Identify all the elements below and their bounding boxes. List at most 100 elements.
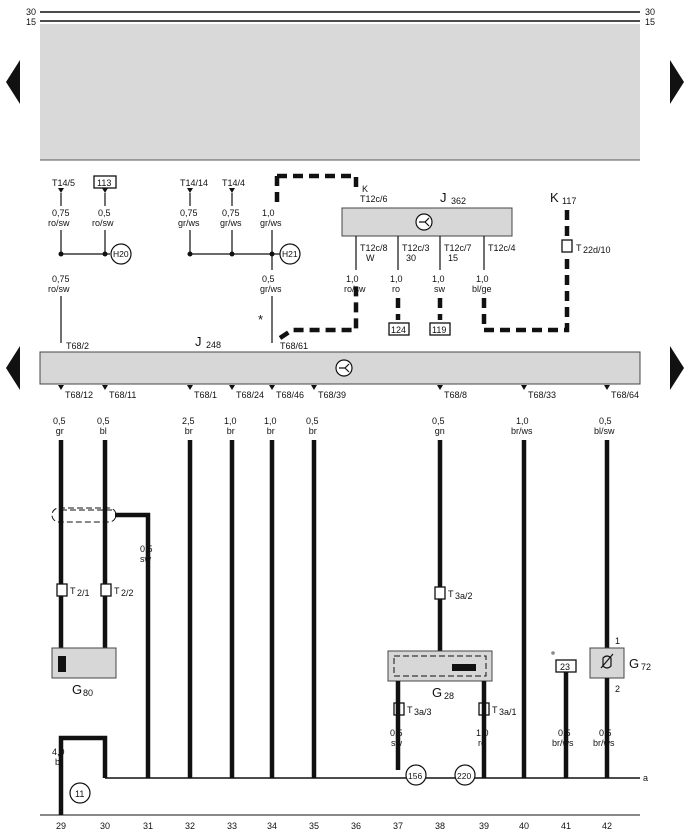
ground-wire-color: br [55, 757, 63, 767]
column-number: 41 [561, 821, 571, 831]
ground-11-label: 11 [75, 789, 84, 799]
pin-arrow [269, 385, 275, 390]
wire-b-size: 0,5 [98, 208, 111, 218]
column-number: 30 [100, 821, 110, 831]
g80-t2-1-sub: 2/1 [77, 588, 90, 598]
terminal-t14-5: T14/5 [52, 178, 75, 188]
j362-w: W [366, 253, 375, 263]
j362-15: 15 [448, 253, 458, 263]
column-number: 37 [393, 821, 403, 831]
ref-119-label: 119 [432, 325, 446, 335]
wire-f-size: 0,75 [52, 274, 70, 284]
j362-t12c-6: T12c/6 [360, 194, 388, 204]
dashed-wire-k [277, 173, 359, 188]
g72-sub: 72 [641, 662, 651, 672]
triangle-left-icon[interactable] [6, 60, 20, 104]
j362-out3-size: 1,0 [432, 274, 445, 284]
wire-d-size: 0,75 [222, 208, 240, 218]
j362-out4-color: bl/ge [472, 284, 492, 294]
triangle-right-icon[interactable] [670, 60, 684, 104]
j248-pin-label: T68/46 [276, 390, 304, 400]
connector-h20-label: H20 [113, 249, 129, 259]
g80-sub: 80 [83, 688, 93, 698]
g28-w1-color: sw [391, 738, 403, 748]
j362-out2-color: ro [392, 284, 400, 294]
ref-23-label: 23 [560, 662, 570, 672]
j248-pin-label: T68/12 [65, 390, 93, 400]
j362-t12c-8: T12c/8 [360, 243, 388, 253]
connector-220-label: 220 [457, 771, 471, 781]
connector-156 [405, 764, 427, 786]
j362-t12c-3: T12c/3 [402, 243, 430, 253]
pin-arrow [102, 385, 108, 390]
j248-wire-color: bl [100, 426, 107, 436]
wire-b-color: ro/sw [92, 218, 114, 228]
terminal-t14-4: T14/4 [222, 178, 245, 188]
j248-pin-label: T68/8 [444, 390, 467, 400]
ground-point-11 [69, 782, 91, 804]
j248-wire-size: 1,0 [264, 416, 277, 426]
rail-15-left-label: 15 [26, 17, 36, 27]
wire-g-size: 0,5 [262, 274, 275, 284]
pin-arrow [58, 385, 64, 390]
connector-h20 [110, 243, 132, 265]
j248-sub: 248 [206, 340, 221, 350]
j248-wire-size: 0,5 [432, 416, 445, 426]
j248-pin-label: T68/33 [528, 390, 556, 400]
j248-pin-label: T68/11 [109, 390, 136, 400]
j248-wire-color: br [227, 426, 235, 436]
column-number: 35 [309, 821, 319, 831]
connector-t22d-icon [561, 239, 573, 253]
connector-t2-1-icon [56, 583, 68, 597]
sensor-g72 [589, 647, 625, 679]
j362-out3-color: sw [434, 284, 446, 294]
j362-30: 30 [406, 253, 416, 263]
connector-h21-label: H21 [282, 249, 298, 259]
j248-wire-color: br/ws [511, 426, 533, 436]
temperature-sensor-icon [600, 653, 614, 669]
j248-wire-color: gn [435, 426, 445, 436]
wire-f-color: ro/sw [48, 284, 70, 294]
pin-arrow [229, 385, 235, 390]
shield-wire-color: sw [140, 554, 152, 564]
column-number: 29 [56, 821, 66, 831]
wire-e-color: gr/ws [260, 218, 282, 228]
pin-arrow [437, 385, 443, 390]
j362-out2-size: 1,0 [390, 274, 403, 284]
ref-113-label: 113 [97, 178, 111, 188]
dashed-wire-blge [481, 254, 570, 333]
pin-arrow [521, 385, 527, 390]
connector-220 [454, 764, 476, 786]
g28-t3a-3: T [407, 705, 413, 715]
pin-arrow [604, 385, 610, 390]
g28-sub: 28 [444, 691, 454, 701]
g28-t3a-3-sub: 3a/3 [414, 707, 432, 717]
g72-w1-size: 0,5 [558, 728, 571, 738]
triangle-right-icon-lower[interactable] [670, 346, 684, 390]
wire-c-color: gr/ws [178, 218, 200, 228]
column-number: 34 [267, 821, 277, 831]
shield-wire-size: 0,5 [140, 544, 153, 554]
g72-w2-size: 0,5 [599, 728, 612, 738]
triangle-left-icon-lower[interactable] [6, 346, 20, 390]
rail-30-right-label: 30 [645, 7, 655, 17]
k117-name: K [550, 190, 559, 205]
j248-wire-color: br [267, 426, 275, 436]
connector-t2-2-icon [100, 583, 112, 597]
g72-w2-color: br/ws [593, 738, 615, 748]
j248-wire-size: 1,0 [516, 416, 529, 426]
ref-box-124 [388, 322, 410, 336]
j248-pin-label: T68/1 [194, 390, 217, 400]
ground-wire-size: 4,0 [52, 747, 65, 757]
j362-out1-size: 1,0 [346, 274, 359, 284]
j248-pin-label: T68/24 [236, 390, 264, 400]
g28-w2-size: 1,0 [476, 728, 489, 738]
ref-124-label: 124 [391, 325, 406, 335]
g28-name: G [432, 685, 442, 700]
connector-t3a-2-icon [434, 586, 446, 600]
g72-pin1: 1 [615, 636, 620, 646]
j248-wire-size: 0,5 [599, 416, 612, 426]
wire-a-size: 0,75 [52, 208, 70, 218]
j248-wire-size: 0,5 [306, 416, 319, 426]
